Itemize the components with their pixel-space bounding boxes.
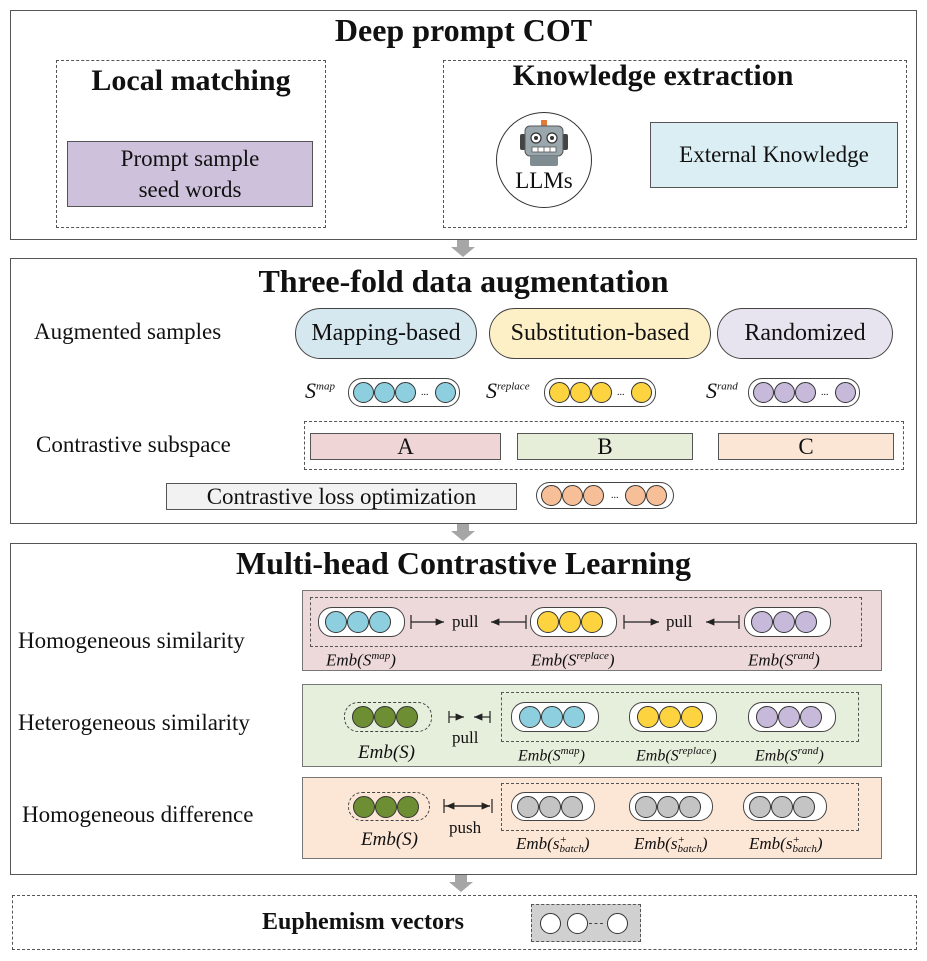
hetero-sim-map-capsule [511, 702, 599, 732]
local-matching-title: Local matching [91, 64, 291, 97]
hetero-sim-emb-map: Emb(Smap) [518, 745, 585, 765]
mapping-based-pill: Mapping-based [295, 308, 477, 359]
three-fold-augmentation-title: Three-fold data augmentation [258, 263, 669, 299]
down-arrow-2 [451, 524, 475, 541]
substitution-based-pill: Substitution-based [489, 308, 711, 359]
prompt-sample-line2: seed words [138, 177, 242, 202]
homo-sim-pull-2: pull [666, 612, 693, 631]
s-rand-label: Srand [706, 378, 738, 403]
homo-diff-emb-batch-2: Emb(s+batch) [634, 834, 708, 856]
robot-icon [520, 120, 568, 166]
homo-diff-batch-capsule-3 [743, 792, 827, 821]
subspace-box-a: A [310, 433, 501, 460]
hetero-sim-replace-capsule [629, 702, 717, 732]
s-map-capsule: ... [348, 378, 460, 407]
hetero-sim-emb-rand: Emb(Srand) [755, 745, 824, 765]
hetero-sim-rand-capsule [748, 702, 836, 732]
randomized-pill: Randomized [717, 308, 893, 359]
euphemism-vectors-panel [12, 895, 917, 950]
s-rand-capsule: ... [748, 378, 860, 407]
homo-sim-emb-replace: Emb(Sreplace) [531, 650, 615, 670]
homo-diff-batch-capsule-2 [629, 792, 713, 821]
homo-sim-emb-map: Emb(Smap) [326, 650, 396, 670]
external-knowledge-box: External Knowledge [650, 122, 898, 188]
homo-diff-group [501, 783, 859, 831]
hetero-sim-s-capsule [344, 702, 432, 732]
hetero-sim-pull: pull [452, 728, 479, 747]
homo-diff-emb-batch-1: Emb(s+batch) [516, 834, 590, 856]
local-matching-group [56, 60, 326, 228]
s-replace-label: Sreplace [486, 378, 530, 403]
prompt-sample-box: Prompt sample seed words [67, 141, 313, 207]
homogeneous-similarity-label: Homogeneous similarity [18, 628, 245, 653]
s-map-label: Smap [305, 378, 335, 403]
homo-sim-map-capsule [318, 607, 405, 637]
homo-sim-rand-capsule [744, 607, 831, 637]
homo-diff-emb-batch-3: Emb(s+batch) [749, 834, 823, 856]
euphemism-vectors-title: Euphemism vectors [262, 909, 464, 935]
homo-diff-batch-capsule-1 [511, 792, 595, 821]
hetero-sim-emb-s: Emb(S) [358, 742, 415, 763]
homo-sim-group [310, 597, 862, 647]
homo-diff-emb-s: Emb(S) [361, 829, 418, 850]
contrastive-subspace-label: Contrastive subspace [36, 432, 231, 457]
knowledge-extraction-title: Knowledge extraction [512, 59, 794, 92]
knowledge-extraction-group [443, 60, 907, 228]
euphemism-vector-box [531, 904, 641, 942]
subspace-box-b: B [517, 433, 693, 460]
deep-prompt-cot-title: Deep prompt COT [334, 12, 593, 48]
homo-diff-s-capsule [348, 792, 430, 821]
hetero-sim-group [501, 692, 859, 742]
homogeneous-difference-label: Homogeneous difference [22, 802, 254, 827]
hetero-sim-emb-replace: Emb(Sreplace) [636, 745, 717, 765]
homo-diff-push: push [449, 818, 482, 837]
augmented-samples-label: Augmented samples [34, 319, 222, 344]
subspace-box-c: C [718, 433, 894, 460]
contrastive-loss-box: Contrastive loss optimization [166, 483, 517, 510]
heterogeneous-similarity-label: Heterogeneous similarity [18, 710, 250, 735]
llm-label: LLMs [515, 168, 573, 193]
s-replace-capsule: ... [544, 378, 656, 407]
homo-sim-replace-capsule [530, 607, 617, 637]
prompt-sample-line1: Prompt sample [120, 145, 260, 171]
orange-capsule: ... [536, 482, 674, 509]
homo-sim-pull-1: pull [452, 612, 479, 631]
down-arrow-1 [451, 240, 475, 257]
contrastive-subspace-group [304, 421, 904, 470]
homo-sim-emb-rand: Emb(Srand) [748, 650, 820, 670]
down-arrow-3 [449, 875, 473, 892]
multi-head-contrastive-title: Multi-head Contrastive Learning [235, 545, 692, 581]
